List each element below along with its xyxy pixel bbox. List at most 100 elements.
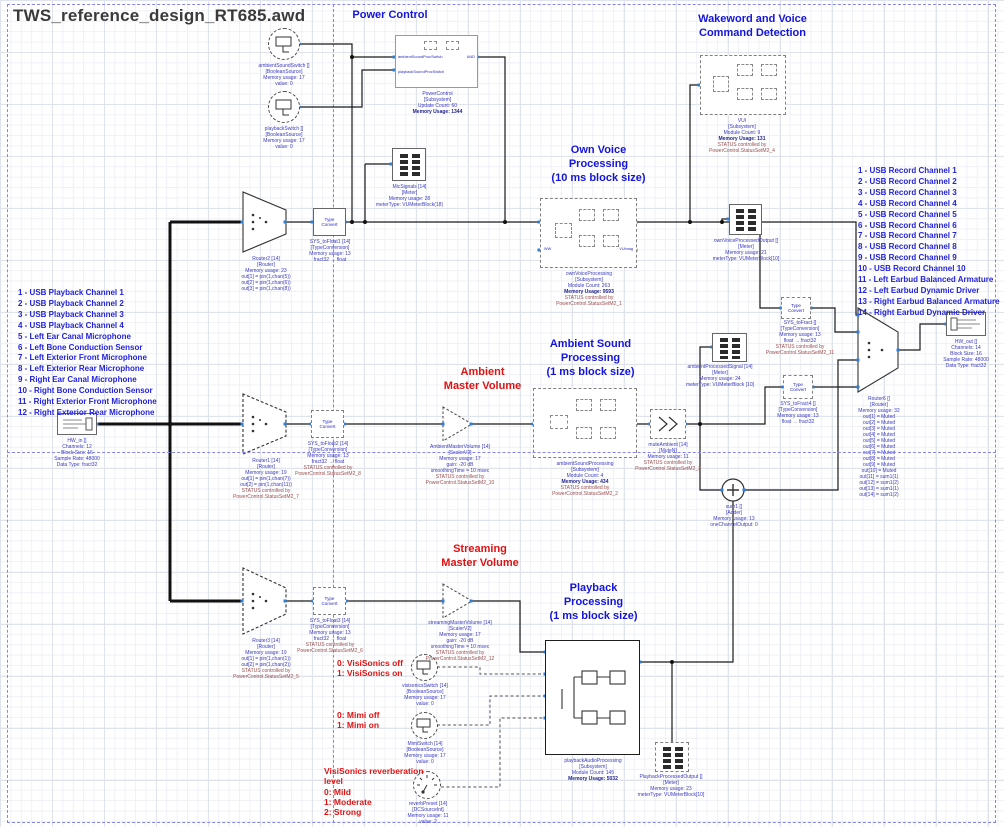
own-voice-processing-block[interactable]: WW VUImag — [540, 198, 637, 268]
block-label: ambientProcessedSignal [14][Meter]Memory… — [685, 364, 755, 388]
playback-switch-block[interactable] — [268, 91, 300, 123]
reverb-preset-knob-block[interactable] — [413, 771, 441, 799]
ambient-sound-switch-block[interactable] — [268, 28, 300, 60]
ambient-sound-heading: Ambient Sound Processing (1 ms block siz… — [546, 338, 635, 378]
hw-io-icon — [950, 317, 980, 331]
crossover-circuit-icon — [561, 670, 626, 725]
ww-port-label: WW — [544, 247, 552, 251]
ambient-sound-processing-block[interactable] — [533, 388, 637, 458]
block-label: visisonicsSwitch [14][BooleanSource]Memo… — [402, 683, 448, 707]
visisonics-switch-block[interactable] — [411, 654, 438, 681]
mimi-switch-block[interactable] — [411, 712, 438, 739]
type-convert-block-a[interactable]: Type Convert — [313, 208, 346, 236]
meter-bars-icon — [736, 209, 756, 231]
subsystem-inner-box — [603, 209, 619, 221]
block-label: SYS_toFloat3 [14][TypeConversion]Memory … — [297, 618, 363, 654]
interleave-arrows-icon — [658, 416, 678, 432]
subsystem-inner-box — [600, 427, 616, 439]
amb-proc-switch-port-label: ambientSoundProcSwitch — [398, 54, 443, 59]
meter-bars-icon — [400, 154, 420, 176]
and-gate-label: AND — [466, 54, 475, 59]
hw-input-block[interactable] — [57, 413, 97, 435]
wakeword-heading: Wakeword and Voice Command Detection — [698, 13, 807, 39]
mute-ambient-block[interactable] — [650, 409, 686, 439]
type-convert-block-d[interactable]: Type Convert — [781, 297, 811, 319]
own-voice-heading: Own Voice Processing (10 ms block size) — [551, 144, 646, 184]
subsystem-inner-box — [579, 209, 595, 221]
type-convert-block-e[interactable]: Type Convert — [783, 375, 813, 399]
input-bus-wire — [97, 220, 243, 603]
ambient-processed-meter-block[interactable] — [712, 333, 747, 362]
router-bottom-shape[interactable] — [242, 567, 287, 635]
hw-output-block[interactable] — [946, 312, 986, 336]
playback-wires — [286, 323, 946, 742]
mic-signals-meter-block[interactable] — [392, 148, 426, 181]
subsystem-inner-box — [737, 64, 753, 76]
block-label: PlaybackProcessedOutput [][Meter]Memory … — [637, 774, 705, 798]
type-convert-block-b[interactable]: Type Convert — [311, 410, 344, 438]
boolean-switch-icon — [275, 36, 292, 53]
meter-bars-icon — [720, 338, 740, 359]
subsystem-inner-box — [713, 76, 729, 92]
type-convert-block-c[interactable]: Type Convert — [313, 587, 346, 615]
subsystem-inner-box — [550, 415, 568, 429]
hw-io-icon — [63, 417, 93, 431]
subsystem-inner-box — [603, 235, 619, 247]
playback-heading: Playback Processing (1 ms block size) — [549, 582, 638, 622]
subsystem-inner-box — [761, 64, 777, 76]
playback-processed-meter-block[interactable] — [655, 742, 689, 772]
visisonics-annotation: 0: VisiSonics off 1: VisiSonics on — [337, 658, 403, 679]
playback-processing-block[interactable] — [545, 640, 640, 755]
own-voice-wires — [286, 84, 858, 333]
subsystem-inner-box — [576, 427, 592, 439]
ambient-volume-triangle[interactable] — [442, 406, 473, 442]
block-label: ambientSoundSwitch [][BooleanSource]Memo… — [258, 63, 310, 87]
streaming-volume-triangle[interactable] — [442, 583, 473, 619]
block-label: ownVoiceProcessedOutput [][Meter]Memory … — [712, 238, 780, 262]
subsystem-inner-box — [424, 41, 437, 50]
vui-wakeword-block[interactable] — [700, 55, 786, 115]
power-control-heading: Power Control — [352, 9, 428, 21]
control-wires — [437, 666, 545, 788]
router-right-shape[interactable] — [857, 307, 899, 393]
subsystem-inner-box — [446, 41, 459, 50]
block-label: SYS_toFract4 [][TypeConversion]Memory us… — [777, 401, 819, 425]
block-label: ownVoiceProcessing[Subsystem]Module Coun… — [556, 271, 622, 307]
subsystem-inner-box — [576, 399, 592, 411]
subsystem-inner-box — [600, 399, 616, 411]
dial-knob-icon — [417, 775, 437, 794]
boolean-switch-icon — [416, 718, 431, 733]
router-top-shape[interactable] — [242, 191, 287, 253]
block-label: playbackSwitch [][BooleanSource]Memory u… — [263, 126, 305, 150]
power-control-block[interactable]: ambientSoundProcSwitch AND playbackSound… — [395, 35, 478, 88]
own-voice-output-meter-block[interactable] — [729, 204, 762, 235]
router-mid-shape[interactable] — [242, 393, 287, 455]
block-label: SYS_toFract [][TypeConversion]Memory usa… — [765, 320, 835, 356]
boolean-switch-icon — [275, 99, 292, 116]
document-title: TWS_reference_design_RT685.awd — [13, 6, 306, 25]
vuimag-port-label: VUImag — [619, 247, 633, 251]
subsystem-inner-box — [555, 223, 572, 238]
block-label: SYS_toFloat1 [14][TypeConversion]Memory … — [309, 239, 351, 263]
power-control-wires — [300, 43, 506, 222]
reverb-level-annotation: VisiSonics reverberation level 0: Mild 1… — [324, 766, 424, 818]
router-dot-glyphs — [251, 213, 884, 610]
block-label: AmbientMasterVolume [14][ScalerV2]Memory… — [425, 444, 495, 486]
ambient-wires — [286, 346, 858, 491]
subsystem-inner-box — [737, 88, 753, 100]
block-label: MimiSwitch [14][BooleanSource]Memory usa… — [404, 741, 446, 765]
block-label: playbackAudioProcessing[Subsystem]Module… — [564, 758, 622, 782]
